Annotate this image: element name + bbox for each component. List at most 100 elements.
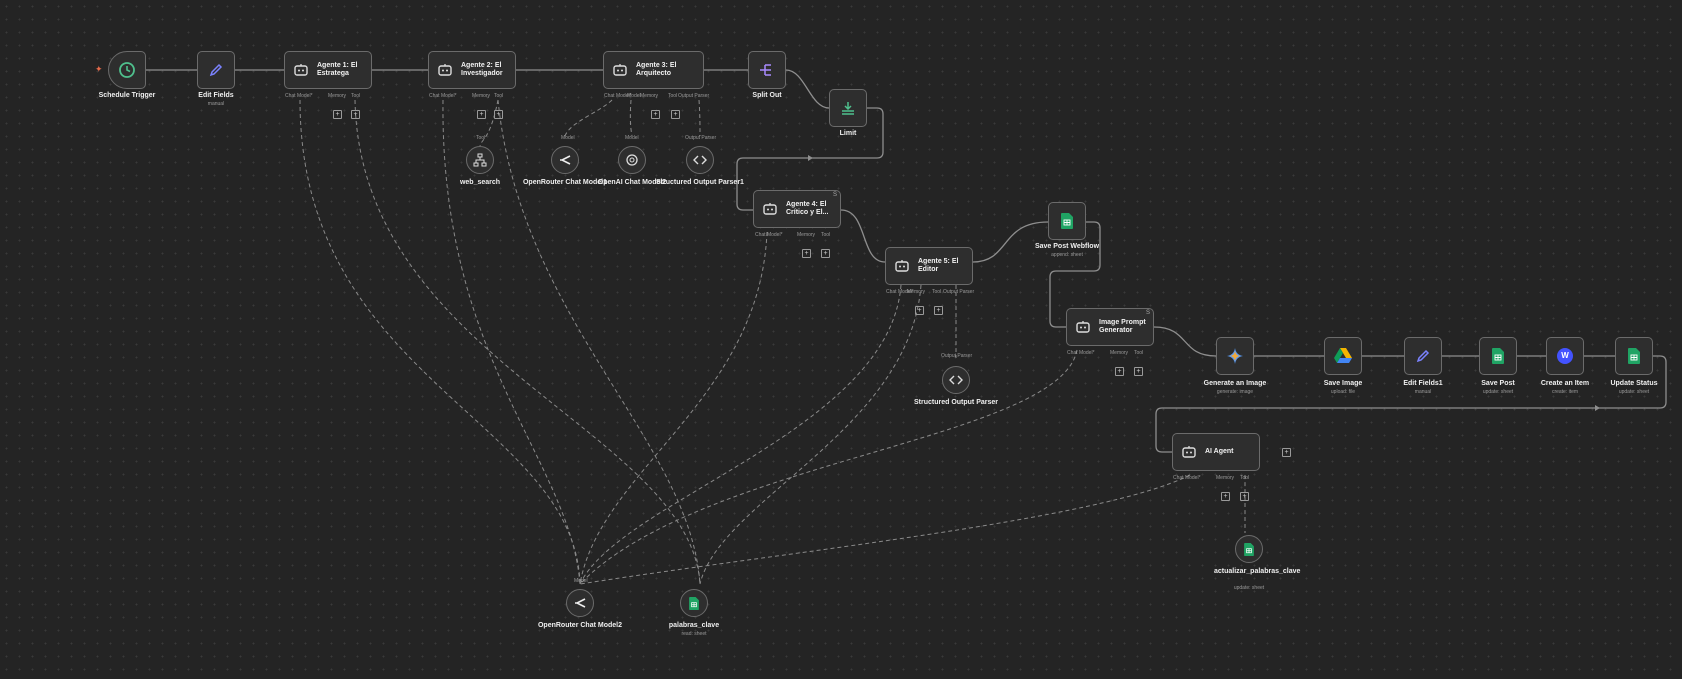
parser1-port-output-parser: Output Parser <box>685 135 717 141</box>
edit-fields1-node[interactable] <box>1404 337 1442 375</box>
openai-chat-model2-node[interactable] <box>618 146 646 174</box>
agent-5-add-memory-button[interactable]: + <box>915 306 924 315</box>
agent-1-port-chat-model: Chat Model* <box>285 93 313 99</box>
actualizar-subtitle: update: sheet <box>1233 585 1265 591</box>
gemini-sparkle-icon <box>1227 348 1243 364</box>
image-prompt-port-tool: Tool <box>1134 350 1144 356</box>
google-sheets-icon <box>1628 348 1640 364</box>
agent-1-node[interactable]: Agente 1: El Estratega <box>284 51 372 89</box>
schedule-trigger-node[interactable] <box>108 51 146 89</box>
edit-fields-subtitle: manual <box>207 101 225 107</box>
agent-1-add-memory-button[interactable]: + <box>333 110 342 119</box>
openrouter-chat-model1-node[interactable] <box>551 146 579 174</box>
robot-icon <box>1076 321 1090 333</box>
agent-3-add-tool-button[interactable]: + <box>671 110 680 119</box>
schedule-trigger-label: Schedule Trigger <box>98 92 156 99</box>
agent-4-title: Agente 4: El Crítico y El... <box>786 201 829 216</box>
generate-image-subtitle: generate: image <box>1216 389 1254 395</box>
ai-agent-title: AI Agent <box>1205 448 1234 455</box>
image-prompt-port-chat-model: Chat Model* <box>1067 350 1095 356</box>
image-prompt-generator-node[interactable]: Image Prompt Generator S <box>1066 308 1154 346</box>
pencil-icon <box>209 63 223 77</box>
agent-2-node[interactable]: Agente 2: El Investigador <box>428 51 516 89</box>
create-item-node[interactable]: W <box>1546 337 1584 375</box>
openrouter-icon <box>560 155 571 165</box>
agent-2-add-memory-button[interactable]: + <box>477 110 486 119</box>
webflow-icon: W <box>1557 348 1573 364</box>
agent-5-node[interactable]: Agente 5: El Editor <box>885 247 973 285</box>
agent-5-port-chat-model: Chat Model* <box>886 289 914 295</box>
save-post-webflow-label: Save Post Webflow <box>1034 243 1100 250</box>
agent-3-title: Agente 3: El Arquitecto <box>636 62 677 77</box>
openrouter2-label: OpenRouter Chat Model2 <box>537 622 622 629</box>
edit-fields-node[interactable] <box>197 51 235 89</box>
image-prompt-add-memory-button[interactable]: + <box>1115 367 1124 376</box>
save-post-webflow-node[interactable] <box>1048 202 1086 240</box>
openrouter1-label: OpenRouter Chat Model1 <box>522 179 607 186</box>
agent-4-port-tool: Tool <box>821 232 831 238</box>
agent-3-add-memory-button[interactable]: + <box>651 110 660 119</box>
save-post-webflow-subtitle: append: sheet <box>1051 252 1083 258</box>
ai-agent-add-tool-button[interactable]: + <box>1240 492 1249 501</box>
openai2-port-model: Model <box>625 135 639 141</box>
actualizar-label: actualizar_palabras_clave <box>1214 568 1301 575</box>
google-sheets-icon <box>1244 542 1254 556</box>
split-out-label: Split Out <box>752 92 782 99</box>
edit-fields-label: Edit Fields <box>198 92 234 99</box>
split-icon <box>760 64 771 76</box>
openrouter2-port-model: Model <box>574 578 588 584</box>
agent-5-add-tool-button[interactable]: + <box>934 306 943 315</box>
structured-output-parser-node[interactable] <box>942 366 970 394</box>
palabras-clave-node[interactable] <box>680 589 708 617</box>
update-status-subtitle: update: sheet <box>1618 389 1650 395</box>
parser-label: Structured Output Parser <box>913 399 998 406</box>
split-out-node[interactable] <box>748 51 786 89</box>
parser-port-output-parser: Output Parser <box>941 353 973 359</box>
agent-5-port-memory: Memory <box>907 289 926 295</box>
parser1-label: Structured Output Parser1 <box>656 179 744 186</box>
code-brackets-icon <box>693 155 707 165</box>
agent-3-port-tool: Tool <box>668 93 678 99</box>
web-search-node[interactable] <box>466 146 494 174</box>
agent-3-node[interactable]: Agente 3: El Arquitecto <box>603 51 704 89</box>
create-item-subtitle: create: item <box>1551 389 1579 395</box>
actualizar-palabras-clave-node[interactable] <box>1235 535 1263 563</box>
robot-icon <box>294 64 308 76</box>
openai2-label: OpenAI Chat Model2 <box>597 179 667 186</box>
ai-agent-node[interactable]: AI Agent <box>1172 433 1260 471</box>
openrouter-chat-model2-node[interactable] <box>566 589 594 617</box>
save-post-label: Save Post <box>1481 380 1515 387</box>
edit-fields1-label: Edit Fields1 <box>1403 380 1443 387</box>
agent-5-port-tool: Tool <box>932 289 942 295</box>
save-post-node[interactable] <box>1479 337 1517 375</box>
save-post-subtitle: update: sheet <box>1482 389 1514 395</box>
image-prompt-port-memory: Memory <box>1110 350 1129 356</box>
save-image-node[interactable] <box>1324 337 1362 375</box>
robot-icon <box>438 64 452 76</box>
google-drive-icon <box>1334 348 1352 363</box>
agent-4-add-tool-button[interactable]: + <box>821 249 830 258</box>
ai-agent-add-next-button[interactable]: + <box>1282 448 1291 457</box>
save-image-subtitle: upload: file <box>1330 389 1356 395</box>
generate-image-node[interactable] <box>1216 337 1254 375</box>
sitemap-icon <box>473 153 487 167</box>
agent-1-title: Agente 1: El Estratega <box>317 62 358 77</box>
agent-2-add-tool-button[interactable]: + <box>494 110 503 119</box>
openai-icon <box>626 154 638 166</box>
ai-agent-add-memory-button[interactable]: + <box>1221 492 1230 501</box>
clock-icon <box>119 62 135 78</box>
agent-2-port-memory: Memory <box>472 93 491 99</box>
agent-4-node[interactable]: Agente 4: El Crítico y El... S <box>753 190 841 228</box>
agent-1-add-tool-button[interactable]: + <box>351 110 360 119</box>
structured-output-parser1-node[interactable] <box>686 146 714 174</box>
image-prompt-add-tool-button[interactable]: + <box>1134 367 1143 376</box>
agent-3-port-memory: Memory <box>640 93 659 99</box>
ai-agent-port-tool: Tool <box>1240 475 1250 481</box>
limit-node[interactable] <box>829 89 867 127</box>
web-search-label: web_search <box>459 179 501 186</box>
image-prompt-title: Image Prompt Generator <box>1099 319 1146 334</box>
update-status-node[interactable] <box>1615 337 1653 375</box>
agent-4-add-memory-button[interactable]: + <box>802 249 811 258</box>
save-image-label: Save Image <box>1323 380 1363 387</box>
pin-icon: S <box>832 192 837 198</box>
